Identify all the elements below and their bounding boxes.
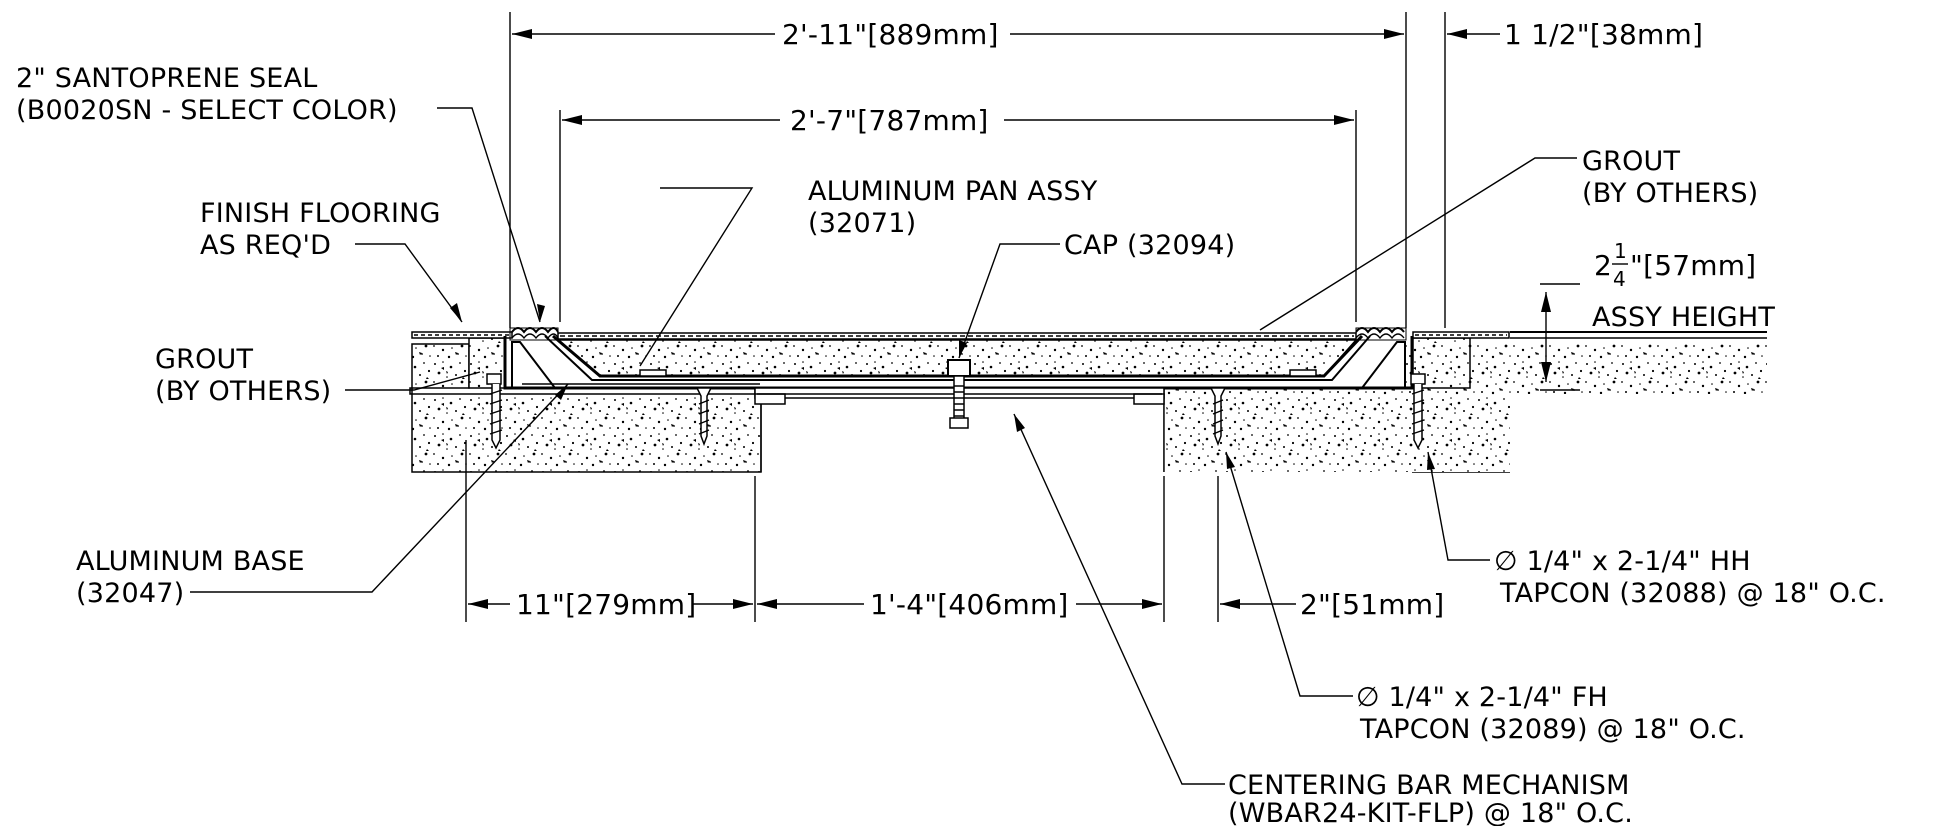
anchor-fh-right [1209, 387, 1227, 447]
dimension-opening [562, 115, 1354, 125]
pan-line2: (32071) [808, 208, 916, 239]
tapcon-hh-line2: TAPCON (32088) @ 18" O.C. [1499, 578, 1886, 609]
grout-left-line2: (BY OTHERS) [155, 376, 331, 407]
callout-grout-left: GROUT (BY OTHERS) [155, 344, 331, 407]
leader-lines [190, 107, 1577, 785]
dimension-overall [512, 29, 1404, 39]
dimension-left-block [468, 599, 753, 609]
assy-height-label: ASSY HEIGHT [1592, 302, 1775, 333]
callout-tapcon-fh: ∅ 1/4" x 2-1/4" FH TAPCON (32089) @ 18" … [1356, 682, 1746, 745]
assy-height-denominator: 4 [1613, 267, 1626, 291]
grout-right-line1: GROUT [1582, 146, 1680, 177]
assy-height-rest: "[57mm] [1630, 249, 1756, 282]
dimension-right-block [1220, 599, 1296, 609]
extension-lines [465, 12, 1580, 622]
finish-line2: AS REQ'D [200, 230, 331, 261]
dim-opening-text: 2'-7"[787mm] [790, 104, 989, 137]
assy-height-whole: 2 [1594, 249, 1612, 282]
anchors [486, 373, 1426, 450]
tapcon-fh-line2: TAPCON (32089) @ 18" O.C. [1359, 714, 1746, 745]
callout-pan: ALUMINUM PAN ASSY (32071) [808, 176, 1098, 239]
callout-cap: CAP (32094) [1064, 230, 1235, 261]
callout-grout-right: GROUT (BY OTHERS) [1582, 146, 1758, 209]
dimension-flange [1447, 29, 1500, 39]
anchor-fh-left [695, 387, 713, 447]
anchor-hh-right [1410, 373, 1426, 450]
base-line1: ALUMINUM BASE [76, 546, 305, 577]
dimension-center-gap [757, 599, 1162, 609]
seal-line2: (B0020SN - SELECT COLOR) [16, 95, 398, 126]
cap-and-bolt [947, 359, 971, 429]
callout-tapcon-hh: ∅ 1/4" x 2-1/4" HH TAPCON (32088) @ 18" … [1494, 546, 1886, 609]
dim-overall-text: 2'-11"[889mm] [782, 18, 999, 51]
dim-assy-height-text: 2 1 4 "[57mm] [1594, 239, 1756, 291]
seal-leader-arrow [537, 304, 545, 322]
pan-line1: ALUMINUM PAN ASSY [808, 176, 1098, 207]
anchor-hh-left [486, 373, 503, 450]
callout-finish-flooring: FINISH FLOORING AS REQ'D [200, 198, 441, 261]
centering-line2: (WBAR24-KIT-FLP) @ 18" O.C. [1228, 798, 1633, 826]
callout-centering-bar: CENTERING BAR MECHANISM (WBAR24-KIT-FLP)… [1228, 770, 1633, 826]
callout-seal: 2" SANTOPRENE SEAL (B0020SN - SELECT COL… [16, 63, 398, 126]
tapcon-hh-line1: ∅ 1/4" x 2-1/4" HH [1494, 546, 1751, 577]
finish-flooring [411, 331, 1767, 340]
finish-line1: FINISH FLOORING [200, 198, 441, 229]
callout-base: ALUMINUM BASE (32047) [76, 546, 305, 609]
dim-right-block-text: 2"[51mm] [1300, 588, 1444, 621]
base-line2: (32047) [76, 578, 184, 609]
tapcon-fh-line1: ∅ 1/4" x 2-1/4" FH [1356, 682, 1608, 713]
grout-left-line1: GROUT [155, 344, 253, 375]
santoprene-seal-right [1355, 327, 1407, 341]
dim-left-block-text: 11"[279mm] [516, 588, 696, 621]
santoprene-seal-left [509, 327, 559, 341]
seal-line1: 2" SANTOPRENE SEAL [16, 63, 317, 94]
grout-right-line2: (BY OTHERS) [1582, 178, 1758, 209]
dimension-assy-height [1541, 292, 1551, 382]
dim-center-gap-text: 1'-4"[406mm] [870, 588, 1069, 621]
assy-height-numerator: 1 [1614, 239, 1627, 263]
centering-line1: CENTERING BAR MECHANISM [1228, 770, 1630, 801]
dim-flange-text: 1 1/2"[38mm] [1504, 18, 1703, 51]
